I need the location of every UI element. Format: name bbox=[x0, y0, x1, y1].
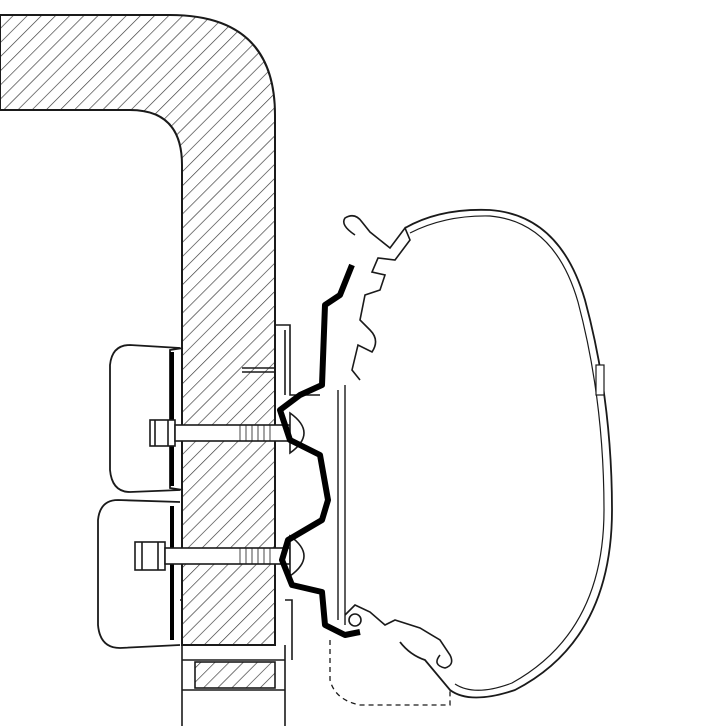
lower-wall-profile bbox=[175, 599, 293, 726]
vehicle-wall-section bbox=[0, 14, 276, 646]
optional-profile-dashed bbox=[329, 640, 451, 706]
adapter-bracket bbox=[277, 263, 361, 638]
lower-fastener bbox=[348, 613, 362, 627]
adapter-bracket-inner bbox=[337, 385, 346, 625]
cassette-seam bbox=[595, 364, 605, 396]
lower-bolt bbox=[134, 534, 305, 578]
awning-cassette bbox=[399, 208, 613, 699]
upper-mounting-plate bbox=[109, 344, 184, 493]
awning-cassette-inner bbox=[409, 215, 605, 691]
lower-hook-profile bbox=[344, 604, 453, 669]
lower-mounting-plate bbox=[97, 499, 181, 649]
upper-hook-profile bbox=[342, 214, 411, 381]
